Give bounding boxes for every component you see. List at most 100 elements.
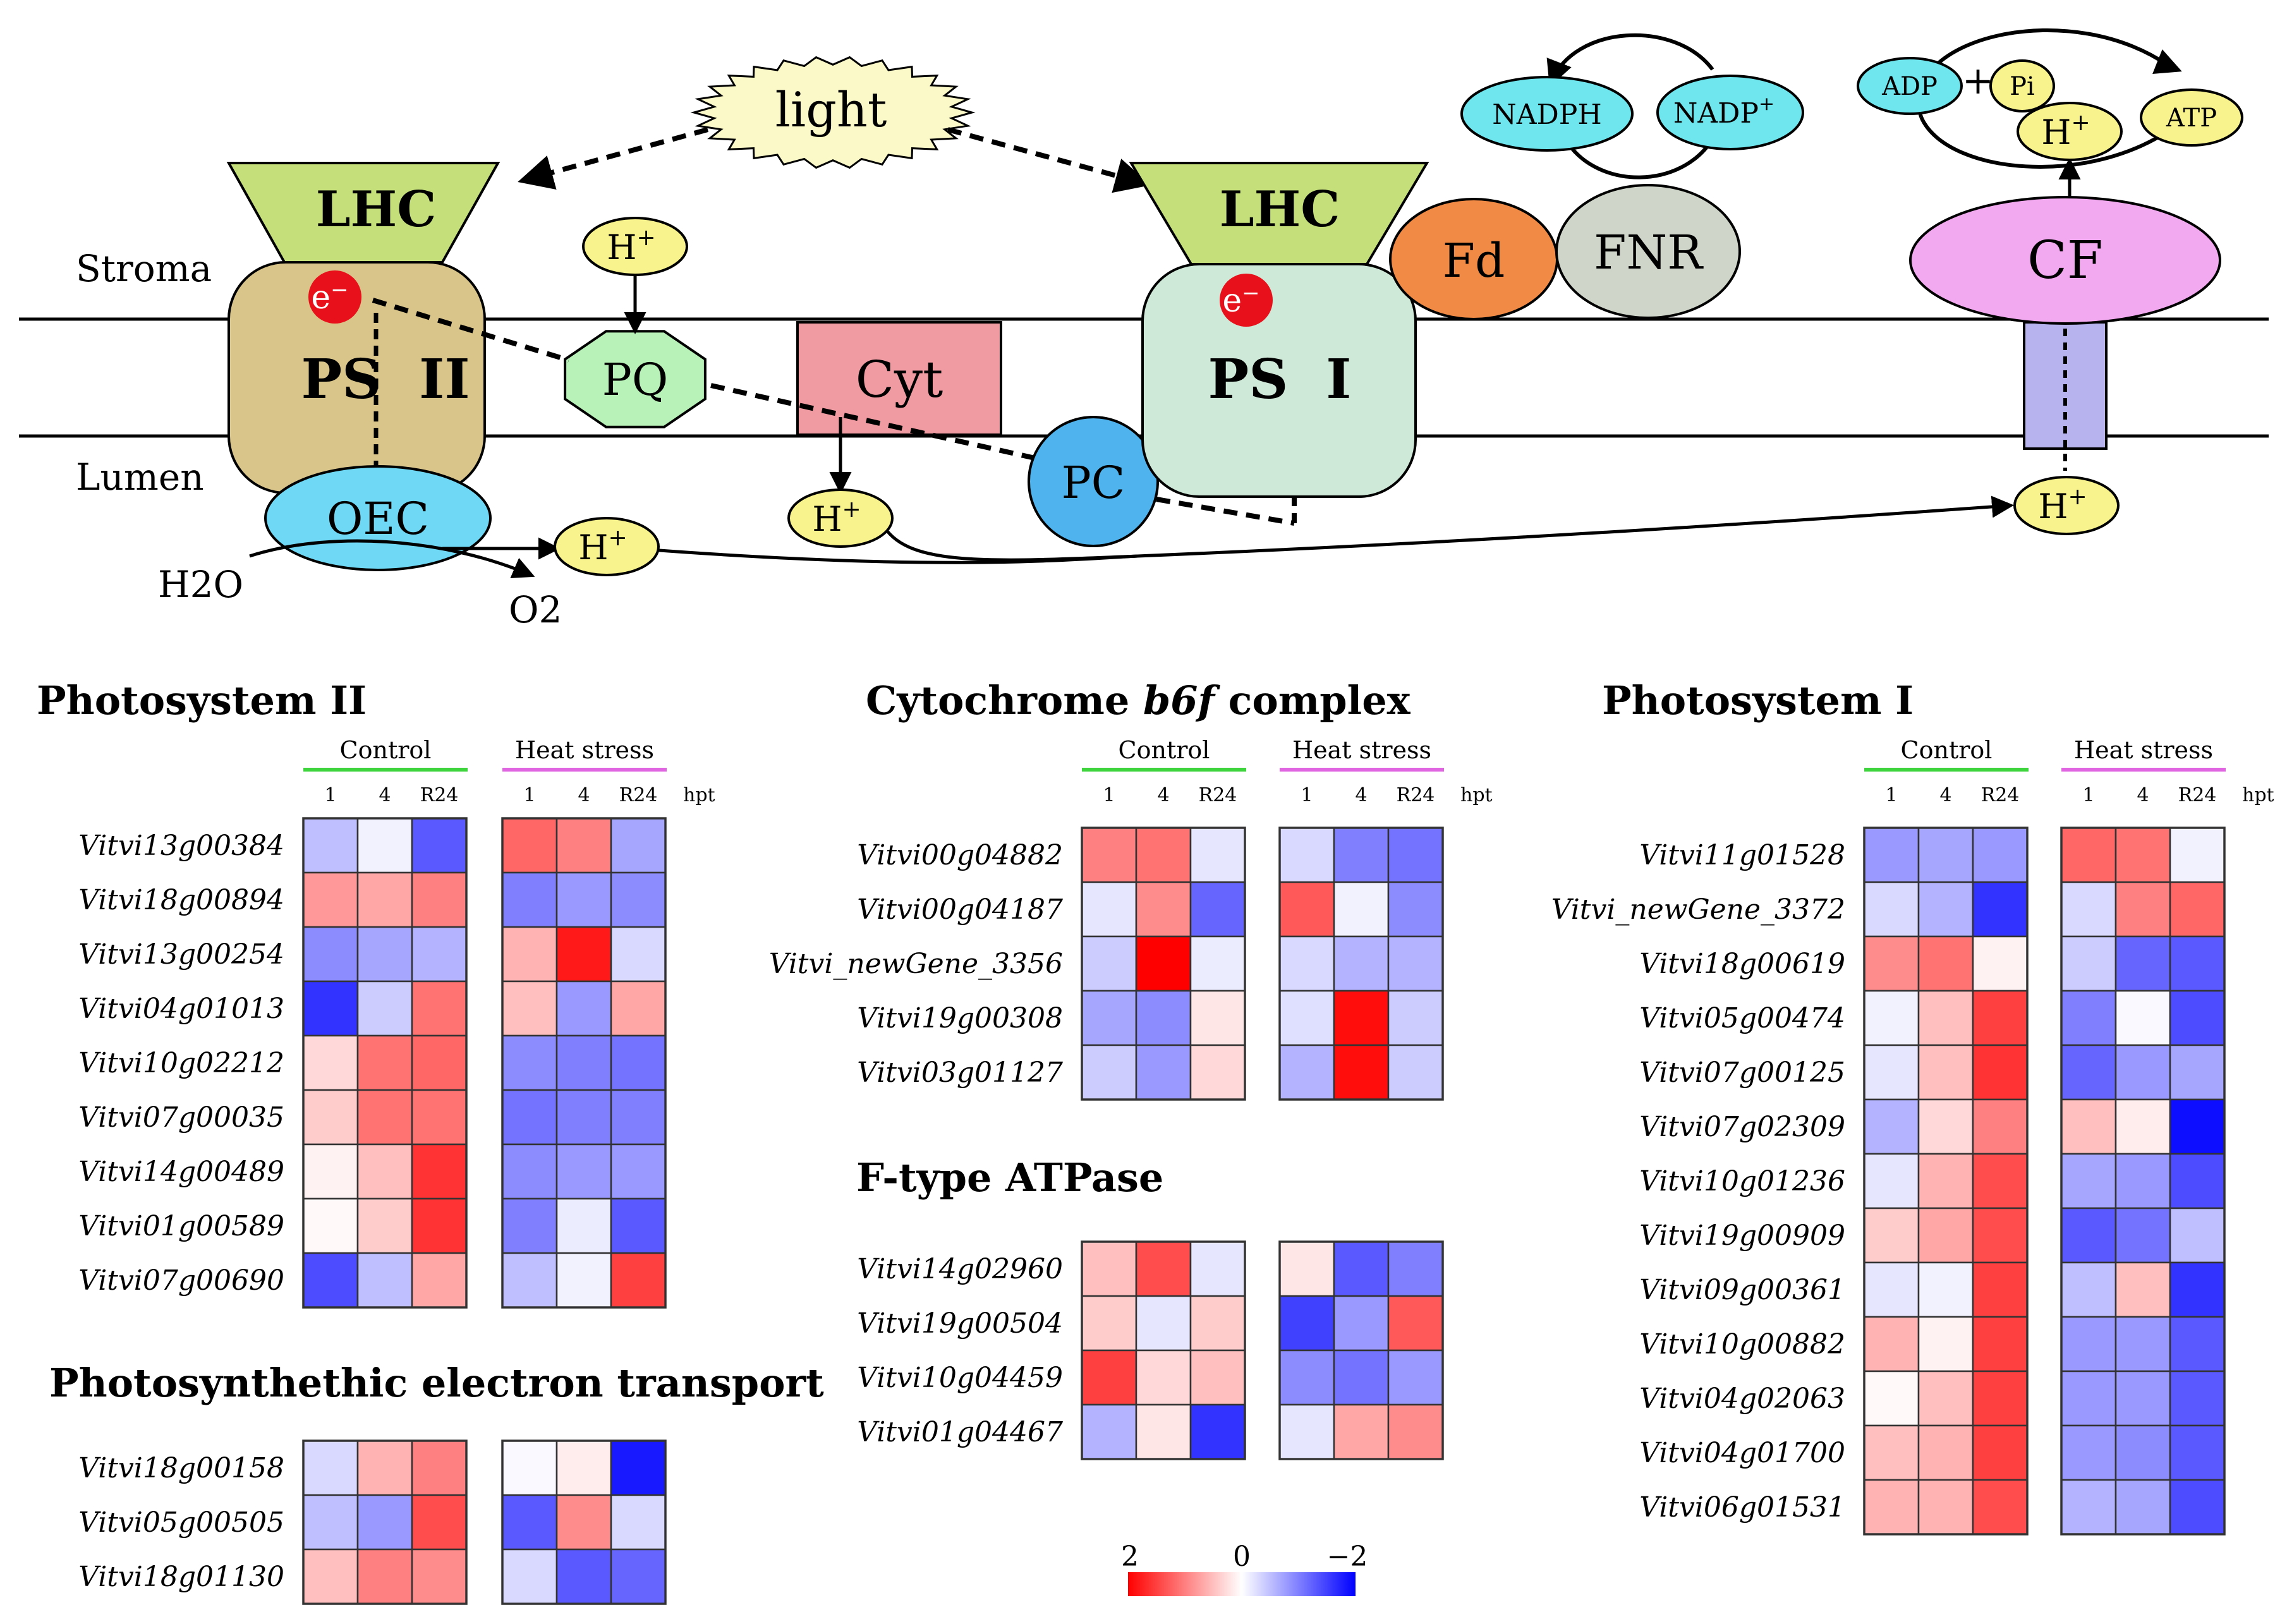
heatmap-cell	[302, 1089, 359, 1146]
heatmap-cell	[1278, 1295, 1335, 1352]
tick-label: 4	[379, 784, 391, 806]
proton-lumen-cf-label: H+	[2038, 484, 2087, 526]
tick-label: R24	[420, 784, 459, 806]
heatmap-cell	[302, 817, 359, 874]
heatmap-block-border	[302, 817, 468, 1309]
gene-label: Vitvi01g04467	[857, 1416, 1063, 1448]
proton-oec	[554, 517, 660, 576]
heatmap-cell	[2060, 1316, 2117, 1373]
heatmap-cell	[302, 1439, 359, 1496]
heatmap-cell	[1387, 881, 1444, 938]
heatmap-cell	[501, 1439, 558, 1496]
heatmap-cell	[2114, 1479, 2171, 1536]
heatmap-cell	[1917, 1207, 1974, 1264]
legend-mid: 0	[1233, 1541, 1251, 1573]
heatmap-cell	[302, 1197, 359, 1254]
heatmap-cell	[2114, 1424, 2171, 1481]
tick-label: 1	[1103, 784, 1115, 806]
heatmap-cell	[411, 1439, 468, 1496]
heatmap-cell	[610, 1548, 667, 1605]
cyt-box	[796, 321, 1002, 436]
heatmap-cell	[1863, 935, 1920, 992]
heatmap-cell	[2169, 935, 2226, 992]
heatmap-cell	[501, 1197, 558, 1254]
group-label-control-ps1: Control	[1901, 736, 1993, 764]
heatmap-cell	[1863, 1479, 1920, 1536]
heatmap-cell	[1972, 1153, 2029, 1209]
heatmap-cell	[356, 1494, 413, 1551]
tick-label: R24	[1199, 784, 1237, 806]
heatmap-cell	[555, 1034, 612, 1091]
gene-label: Vitvi_newGene_3356	[769, 948, 1063, 980]
proton-cf-out-label: H+	[2041, 110, 2090, 152]
heatmap-cell	[2060, 990, 2117, 1046]
heatmap-cell	[1972, 1098, 2029, 1155]
lhc-ps1	[1129, 162, 1429, 265]
heatmap-cell	[1972, 1316, 2029, 1373]
heatmap-cell	[610, 1034, 667, 1091]
heatmap-cell	[1135, 827, 1192, 883]
heatmap-cell	[356, 871, 413, 928]
oec-label: OEC	[327, 493, 429, 545]
heatmap-cell	[1917, 1098, 1974, 1155]
heatmap-cell	[2060, 1370, 2117, 1427]
heatmap-cell	[1863, 1261, 1920, 1318]
light-label: light	[775, 82, 887, 138]
group-label-heat-ps1: Heat stress	[2074, 736, 2213, 764]
heatmap-cell	[1081, 935, 1137, 992]
heatmap-cell	[356, 1034, 413, 1091]
heatmap-cell	[2060, 1261, 2117, 1318]
water-to-o2-arrow	[249, 539, 535, 579]
color-legend: 2 0 −2	[1121, 1541, 1368, 1596]
pi-label: Pi	[2010, 72, 2035, 101]
fnr-ellipse	[1555, 184, 1741, 319]
heatmap-block-border	[501, 1439, 667, 1605]
tick-label: R24	[2178, 784, 2217, 806]
heatmap-cell	[302, 871, 359, 928]
gene-label: Vitvi07g00690	[78, 1264, 284, 1297]
heatmap-cell	[1387, 1349, 1444, 1406]
heatmap-block-border	[501, 817, 667, 1309]
heatmap-cell	[555, 1143, 612, 1200]
heatmap-cell	[356, 926, 413, 983]
heatmap-cell	[1972, 1261, 2029, 1318]
gene-label: Vitvi07g00035	[78, 1101, 284, 1134]
heatmap-cell	[1189, 827, 1246, 883]
heatmap-cell	[501, 1143, 558, 1200]
heatmap-cell	[356, 1089, 413, 1146]
heatmap-cell	[1189, 1349, 1246, 1406]
heatmap-cell	[1189, 1240, 1246, 1297]
heatmap-cell	[501, 1494, 558, 1551]
heatmap-cell	[1081, 1044, 1137, 1101]
heatmap-cell	[1863, 1424, 1920, 1481]
heatmap-cell	[1917, 827, 1974, 883]
heatmap-cell	[2169, 1153, 2226, 1209]
heatmap-cell	[1972, 1424, 2029, 1481]
heatmap-cell	[1863, 1316, 1920, 1373]
heatmap-cell	[2114, 1044, 2171, 1101]
heatmap-cell	[555, 980, 612, 1037]
heatmap-cell	[555, 1439, 612, 1496]
heatmap-cell	[2114, 1261, 2171, 1318]
heatmap-cell	[610, 1494, 667, 1551]
heatmap-cell	[1387, 1403, 1444, 1460]
gene-label: Vitvi18g00158	[78, 1452, 284, 1484]
ps1-complex: LHC PS I e−	[1129, 162, 1429, 498]
heatmap-cell	[501, 1089, 558, 1146]
tick-label: 1	[1301, 784, 1313, 806]
heatmap-cell	[411, 817, 468, 874]
heatmap-cell	[1189, 990, 1246, 1046]
gene-label: Vitvi00g04187	[857, 894, 1063, 926]
gene-label: Vitvi06g01531	[1639, 1491, 1845, 1524]
heatmap-cell	[1135, 881, 1192, 938]
proton-lumen-cf	[2013, 476, 2120, 535]
heatmap-cell	[610, 926, 667, 983]
heatmap-cell	[2114, 1370, 2171, 1427]
heatmap-cell	[411, 1252, 468, 1309]
heatmap-cell	[1081, 1240, 1137, 1297]
heatmap-cell	[1081, 827, 1137, 883]
atp-cycle-bottom	[1919, 113, 2191, 169]
